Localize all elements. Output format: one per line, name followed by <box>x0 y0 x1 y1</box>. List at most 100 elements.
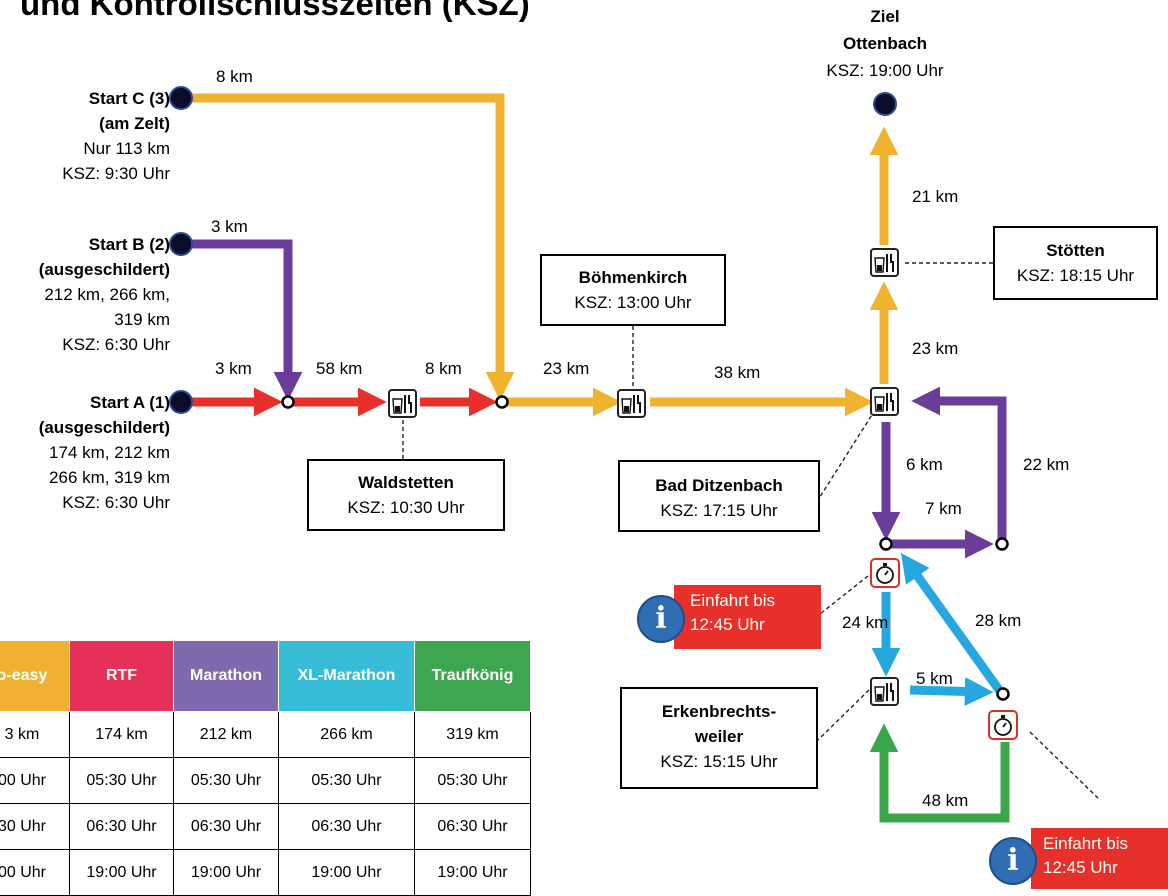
stopwatch-icon <box>870 558 900 588</box>
distance-label: 24 km <box>842 613 889 632</box>
start-c-ksz: KSZ: 9:30 Uhr <box>62 164 170 183</box>
finish-ksz: KSZ: 19:00 Uhr <box>826 61 944 80</box>
table-cell: 19:00 Uhr <box>173 849 279 896</box>
distance-label: 28 km <box>975 611 1022 630</box>
table-cell: 00 Uhr <box>0 757 70 804</box>
station-ksz: KSZ: 15:15 Uhr <box>660 752 778 771</box>
table-cell: 05:30 Uhr <box>414 757 531 804</box>
station-bad-ditzenbach: Bad Ditzenbach KSZ: 17:15 Uhr <box>618 460 820 532</box>
distance-label: 21 km <box>912 187 959 206</box>
station-ksz: KSZ: 10:30 Uhr <box>347 498 465 517</box>
stopwatch-icon <box>988 710 1018 740</box>
food-drink-icon <box>870 387 899 416</box>
callout-line-2: 12:45 Uhr <box>1043 858 1118 877</box>
food-drink-icon <box>388 389 417 418</box>
station-ksz: KSZ: 17:15 Uhr <box>660 501 778 520</box>
distance-label: 8 km <box>216 67 253 86</box>
schedule-table: o-easy RTF Marathon XL-Marathon Traufkön… <box>0 640 531 896</box>
table-cell: 05:30 Uhr <box>69 757 174 804</box>
leader-lines <box>402 262 1101 801</box>
table-cell: 06:30 Uhr <box>414 803 531 850</box>
station-name: Erkenbrechts- <box>661 702 777 721</box>
column-header: XL-Marathon <box>278 640 415 712</box>
finish-dot <box>873 92 897 116</box>
table-cell: 174 km <box>69 711 174 758</box>
route-c-start <box>182 93 515 401</box>
table-row: 00 Uhr 05:30 Uhr 05:30 Uhr 05:30 Uhr 05:… <box>0 757 531 804</box>
distance-label: 3 km <box>215 359 252 378</box>
start-c-sub: (am Zelt) <box>99 114 170 133</box>
start-b-ksz: KSZ: 6:30 Uhr <box>62 335 170 354</box>
start-b-dot <box>169 232 193 256</box>
distance-label: 6 km <box>906 455 943 474</box>
station-name: Waldstetten <box>358 473 454 492</box>
distance-label: 23 km <box>912 339 959 358</box>
distance-label: 22 km <box>1023 455 1070 474</box>
station-waldstetten: Waldstetten KSZ: 10:30 Uhr <box>307 459 505 531</box>
route-b-start <box>182 239 303 401</box>
callout-line-1: Einfahrt bis <box>690 591 776 610</box>
finish-label: Ziel <box>870 7 900 26</box>
distance-label: 58 km <box>316 359 363 378</box>
distance-label: 8 km <box>425 359 462 378</box>
station-stoetten: Stötten KSZ: 18:15 Uhr <box>993 226 1158 300</box>
start-b-name: Start B (2) <box>88 235 170 254</box>
table-cell: 05:30 Uhr <box>173 757 279 804</box>
table-cell: 19:00 Uhr <box>69 849 174 896</box>
start-a-ksz: KSZ: 6:30 Uhr <box>62 493 170 512</box>
table-cell: 06:30 Uhr <box>173 803 279 850</box>
route-purple-22 <box>911 386 1007 544</box>
table-cell: 3 km <box>0 711 70 758</box>
table-row: 00 Uhr 19:00 Uhr 19:00 Uhr 19:00 Uhr 19:… <box>0 849 531 896</box>
column-header: o-easy <box>0 640 70 712</box>
table-cell: 319 km <box>414 711 531 758</box>
start-c-dot <box>169 86 193 110</box>
table-cell: 212 km <box>173 711 279 758</box>
station-name: Stötten <box>1046 241 1105 260</box>
table-row: 30 Uhr 06:30 Uhr 06:30 Uhr 06:30 Uhr 06:… <box>0 803 531 850</box>
station-erkenbrechtsweiler: Erkenbrechts- weiler KSZ: 15:15 Uhr <box>620 687 818 789</box>
table-cell: 19:00 Uhr <box>414 849 531 896</box>
callout-line-2: 12:45 Uhr <box>690 615 765 634</box>
table-row: 3 km 174 km 212 km 266 km 319 km <box>0 711 531 758</box>
table-cell: 266 km <box>278 711 415 758</box>
table-cell: 06:30 Uhr <box>69 803 174 850</box>
distance-label: 38 km <box>714 363 761 382</box>
route-blue-5 <box>909 677 994 706</box>
start-a-distances: 174 km, 212 km <box>49 443 170 462</box>
table-header-row: o-easy RTF Marathon XL-Marathon Traufkön… <box>0 640 531 712</box>
food-drink-icon <box>870 677 899 706</box>
distance-label: 23 km <box>543 359 590 378</box>
station-ksz: KSZ: 18:15 Uhr <box>1016 266 1135 285</box>
distance-label: 5 km <box>916 669 953 688</box>
station-name-2: weiler <box>694 727 744 746</box>
distance-label: 3 km <box>211 217 248 236</box>
start-a-sub: (ausgeschildert) <box>38 418 170 437</box>
junction-nodes <box>281 395 1010 701</box>
distance-label: 48 km <box>922 791 969 810</box>
start-a-distances-2: 266 km, 319 km <box>49 468 170 487</box>
column-header: Marathon <box>173 640 279 712</box>
start-b-distances: 212 km, 266 km, <box>44 285 170 304</box>
route-blue-28 <box>900 552 1006 697</box>
column-header: RTF <box>69 640 174 712</box>
food-drink-icon <box>617 389 646 418</box>
start-a-dot <box>169 390 193 414</box>
column-header: Traufkönig <box>414 640 531 712</box>
callout-line-1: Einfahrt bis <box>1043 834 1129 853</box>
entry-deadline-callout: Einfahrt bis 12:45 Uhr <box>674 585 821 649</box>
table-cell: 06:30 Uhr <box>278 803 415 850</box>
station-name: Bad Ditzenbach <box>655 476 783 495</box>
info-icon: i <box>989 837 1037 885</box>
table-cell: 30 Uhr <box>0 803 70 850</box>
distance-label: 7 km <box>925 499 962 518</box>
info-icon: i <box>637 595 685 643</box>
start-b-sub: (ausgeschildert) <box>38 260 170 279</box>
page-title: und Kontrollschlusszeiten (KSZ) <box>20 0 530 22</box>
start-c-name: Start C (3) <box>88 89 170 108</box>
station-boehmenkirch: Böhmenkirch KSZ: 13:00 Uhr <box>540 254 726 326</box>
station-name: Böhmenkirch <box>578 268 688 287</box>
finish-name: Ottenbach <box>842 34 928 53</box>
